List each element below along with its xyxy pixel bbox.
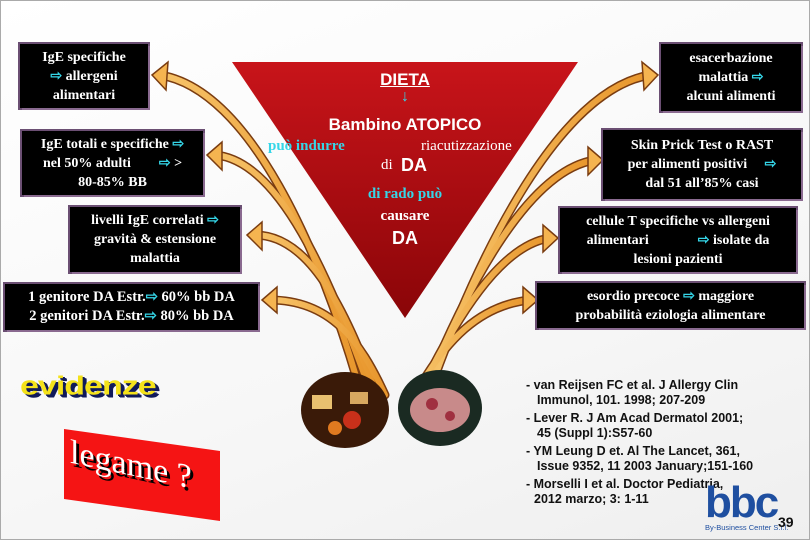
flare-label: riacutizzazione [421,138,512,154]
reference-line: - Morselli I et al. Doctor Pediatria, [526,477,724,491]
arrow-right-icon: ⇨ [764,157,777,172]
arrow-right-icon: ⇨ [50,68,63,84]
arrow-right-icon: ⇨ [697,232,710,248]
box-line: 80-85% BB [78,174,147,190]
box-line: livelli IgE correlati ⇨ [91,213,219,228]
reference-line: - Lever R. J Am Acad Dermatol 2001; [526,411,744,425]
reference-item: - Morselli I et al. Doctor Pediatria,201… [526,477,753,507]
box-line: 2 genitori DA Estr.⇨ 80% bb DA [29,308,234,324]
box-line: malattia [130,251,180,266]
rarely-can-label: di rado può [367,186,443,202]
left-box-ige-total: IgE totali e specifiche ⇨ nel 50% adulti… [22,131,203,195]
reference-line: 45 (Suppl 1):S57-60 [537,426,653,440]
box-line: nel 50% adulti ⇨ > [42,155,183,171]
diet-triangle [232,62,578,318]
bbc-logo: bbc By-Business Center S.r.l. [705,478,800,533]
of-label: di [381,157,393,173]
reference-line: 2012 marzo; 3: 1-11 [534,492,649,506]
reference-line: Issue 9352, 11 2003 January;151-160 [537,459,754,473]
arrow-right-icon: ⇨ [144,308,157,324]
curved-arrows [150,60,660,400]
reference-line: - YM Leung D et. Al The Lancet, 361, [526,444,740,458]
arrow-right-icon: ⇨ [751,70,764,85]
logo-tagline: By-Business Center S.r.l. [705,523,789,532]
arrow-right-icon: ⇨ [158,155,171,171]
box-line: IgE totali e specifiche ⇨ [40,136,185,152]
box-line: alimentari [52,87,116,103]
da-label: DA [401,155,427,175]
box-line: Skin Prick Test o RAST [630,138,774,153]
left-box-parents: 1 genitore DA Estr.⇨ 60% bb DA 2 genitor… [5,284,258,330]
left-box-ige-specific: IgE specifiche ⇨ allergeni alimentari [20,44,148,108]
evidence-wordart: evidenze [20,372,157,401]
da-label-2: DA [392,228,418,248]
logo-mark: bbc [705,478,779,527]
page-number: 39 [778,514,794,530]
down-arrow-icon: ↓ [401,88,409,105]
food-photo [301,372,389,448]
diet-title: DIETA [380,70,430,89]
reference-item: - YM Leung D et. Al The Lancet, 361,Issu… [526,444,753,474]
box-line: esacerbazione [689,51,773,66]
box-line: alcuni alimenti [686,89,776,104]
box-line: cellule T specifiche vs allergeni [586,213,770,229]
box-line: malattia ⇨ [698,70,764,85]
box-line: 1 genitore DA Estr.⇨ 60% bb DA [28,289,235,305]
reference-item: - Lever R. J Am Acad Dermatol 2001;45 (S… [526,411,753,441]
left-box-ige-levels: livelli IgE correlati ⇨ gravità & estens… [70,207,240,272]
reference-line: Immunol, 101. 1998; 207-209 [537,393,706,407]
right-box-t-cells: cellule T specifiche vs allergeni alimen… [560,208,796,272]
arrow-right-icon: ⇨ [683,288,695,304]
box-line: lesioni pazienti [633,251,723,267]
box-line: per alimenti positivi ⇨ [627,157,777,172]
box-line: ⇨ allergeni [50,68,118,84]
cause-label: causare [380,208,430,224]
arrow-right-icon: ⇨ [145,289,158,305]
may-induce-label: può indurre [268,138,345,154]
box-line: dal 51 all’85% casi [645,176,759,191]
arrow-right-icon: ⇨ [172,136,185,152]
arrow-right-icon: ⇨ [207,213,219,228]
right-box-early-onset: esordio precoce ⇨ maggiore probabilità e… [537,283,804,328]
right-box-skin-prick: Skin Prick Test o RAST per alimenti posi… [603,130,801,199]
box-line: gravità & estensione [93,232,217,247]
reference-line: - van Reijsen FC et al. J Allergy Clin [526,378,739,392]
box-line: esordio precoce ⇨ maggiore [586,288,755,304]
box-line: probabilità eziologia alimentare [575,307,766,323]
box-line: alimentari ⇨ isolate da [586,232,770,248]
atopic-child-label: Bambino ATOPICO [328,115,482,134]
right-box-exacerbation: esacerbazione malattia ⇨ alcuni alimenti [661,44,801,111]
eczema-photo [398,370,482,446]
box-line: IgE specifiche [42,49,126,65]
